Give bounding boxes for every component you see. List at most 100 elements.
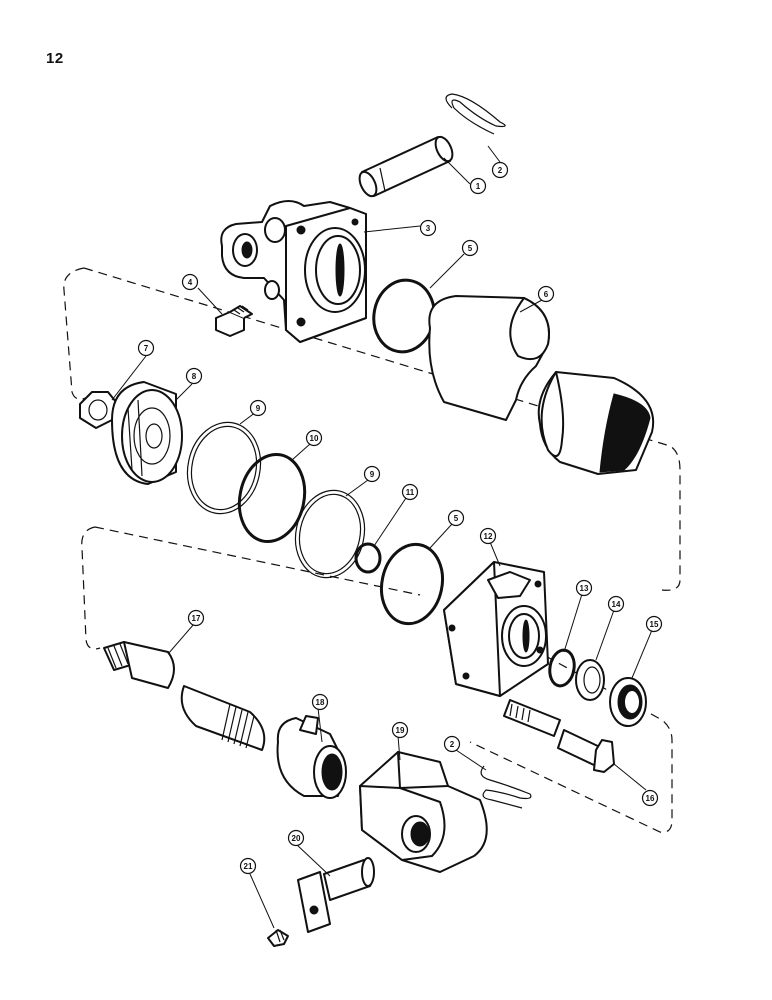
callout-14: 14 (607, 595, 625, 613)
callout-circle (645, 615, 663, 633)
callout-circle (287, 829, 305, 847)
callout-number: 2 (450, 740, 455, 749)
callout-circle (447, 509, 465, 527)
callout-10: 10 (305, 429, 323, 447)
callout-circle (363, 465, 381, 483)
callout-number: 21 (244, 862, 253, 871)
callout-circle (607, 595, 625, 613)
part-5-o-ring-lower (379, 542, 445, 626)
part-21-grease-fitting (267, 929, 289, 947)
callout-circle (311, 693, 329, 711)
callout-3: 3 (419, 219, 437, 237)
callout-circle (305, 429, 323, 447)
callout-number: 3 (426, 224, 431, 233)
part-3-cylinder-base (220, 200, 367, 343)
callout-number: 13 (580, 584, 589, 593)
callout-2: 2 (491, 161, 509, 179)
callout-20: 20 (287, 829, 305, 847)
callout-circle (419, 219, 437, 237)
callout-12: 12 (479, 527, 497, 545)
callout-13: 13 (575, 579, 593, 597)
part-8-piston (111, 381, 183, 485)
callout-2: 2 (443, 735, 461, 753)
callout-circle (187, 609, 205, 627)
callout-number: 9 (256, 404, 261, 413)
callout-21: 21 (239, 857, 257, 875)
callout-9: 9 (363, 465, 381, 483)
callout-circle (641, 789, 659, 807)
callout-number: 5 (468, 244, 473, 253)
callout-5: 5 (461, 239, 479, 257)
callout-number: 8 (192, 372, 197, 381)
callout-number: 1 (476, 182, 481, 191)
part-9-ring-second (294, 489, 366, 579)
callout-17: 17 (187, 609, 205, 627)
callout-15: 15 (645, 615, 663, 633)
callout-circle (239, 857, 257, 875)
callout-number: 14 (612, 600, 621, 609)
callout-16: 16 (641, 789, 659, 807)
callout-leaders (111, 145, 653, 929)
part-12-rod-head (443, 561, 549, 697)
callout-number: 17 (192, 614, 201, 623)
part-9-ring-first (186, 421, 262, 515)
part-6-tube (428, 295, 655, 475)
callout-number: 20 (292, 834, 301, 843)
callout-number: 6 (544, 290, 549, 299)
part-1-pin (358, 135, 454, 198)
part-17-piston-rod (103, 641, 266, 751)
callout-circle (479, 527, 497, 545)
part-19-clevis (359, 751, 488, 873)
part-13-o-ring (548, 648, 576, 688)
part-16-bolt (503, 699, 615, 773)
callout-circle (575, 579, 593, 597)
callout-7: 7 (137, 339, 155, 357)
assembly-dashed-line-lower (81, 526, 673, 833)
callout-number: 11 (406, 488, 415, 497)
callout-circle (461, 239, 479, 257)
callout-circle (249, 399, 267, 417)
page-number: 12 (46, 50, 64, 67)
callout-number: 12 (484, 532, 493, 541)
part-7-nut (79, 391, 117, 429)
part-2-clip-bottom (480, 765, 532, 809)
part-18-coupler (276, 715, 347, 799)
callout-6: 6 (537, 285, 555, 303)
assembly-dashed-line-upper (63, 267, 681, 591)
callout-circle (137, 339, 155, 357)
callout-number: 7 (144, 344, 149, 353)
callout-circle (537, 285, 555, 303)
part-20-pin-plate (297, 857, 375, 933)
callout-18: 18 (311, 693, 329, 711)
part-15-wiper (609, 677, 647, 727)
callout-circle (491, 161, 509, 179)
callout-number: 2 (498, 166, 503, 175)
callout-1: 1 (469, 177, 487, 195)
callout-circle (401, 483, 419, 501)
callout-number: 4 (188, 278, 193, 287)
callout-number: 15 (650, 620, 659, 629)
callout-9: 9 (249, 399, 267, 417)
part-4-plug (215, 305, 253, 337)
part-14-washer (575, 659, 605, 701)
callout-11: 11 (401, 483, 419, 501)
callout-5: 5 (447, 509, 465, 527)
callout-number: 18 (316, 698, 325, 707)
callout-8: 8 (185, 367, 203, 385)
callout-19: 19 (391, 721, 409, 739)
callout-number: 19 (396, 726, 405, 735)
part-10-seal (237, 452, 307, 544)
callout-circle (391, 721, 409, 739)
callout-circle (185, 367, 203, 385)
callout-number: 10 (310, 434, 319, 443)
part-2-clip-top (445, 93, 506, 135)
callout-circle (469, 177, 487, 195)
callout-circle (443, 735, 461, 753)
callout-4: 4 (181, 273, 199, 291)
callout-number: 5 (454, 514, 459, 523)
callout-number: 9 (370, 470, 375, 479)
callout-circle (181, 273, 199, 291)
part-11-small-o-ring (354, 542, 382, 574)
